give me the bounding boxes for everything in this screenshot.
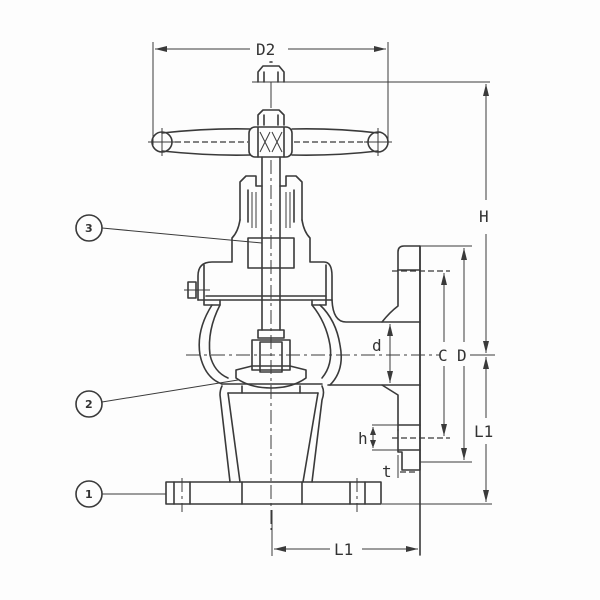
callout-2: 2 (75, 379, 239, 418)
dimension-h-small: h (358, 424, 398, 451)
dimension-d: D (420, 245, 472, 463)
base-flange (165, 478, 382, 512)
dimension-t: t (382, 455, 418, 481)
top-nut (252, 61, 490, 108)
label-d2: D2 (256, 40, 275, 59)
dimension-l1-vertical: L1 (382, 354, 495, 505)
label-h: H (479, 207, 489, 226)
label-c: C (438, 346, 448, 365)
centerlines (186, 160, 440, 530)
dimension-h: H (479, 84, 489, 353)
label-d: D (457, 346, 467, 365)
dimension-c: C (438, 273, 448, 436)
callout-2-number: 2 (85, 398, 93, 411)
label-d-small: d (372, 336, 382, 355)
callout-1: 1 (75, 480, 166, 508)
callout-3-number: 3 (85, 222, 93, 235)
callout-3: 3 (75, 214, 263, 244)
label-t: t (382, 462, 392, 481)
dimension-d-small: d (372, 324, 393, 383)
lower-body (219, 385, 325, 483)
side-flange (381, 245, 450, 556)
callout-1-number: 1 (85, 488, 93, 501)
label-l1-horizontal: L1 (334, 540, 353, 559)
dimension-d2: D2 (152, 40, 389, 145)
dimension-l1-horizontal: L1 (271, 510, 418, 559)
label-l1-vertical: L1 (474, 422, 493, 441)
label-h-small: h (358, 429, 368, 448)
bonnet (197, 264, 333, 306)
handwheel (148, 109, 392, 158)
yoke-gland (184, 175, 333, 301)
